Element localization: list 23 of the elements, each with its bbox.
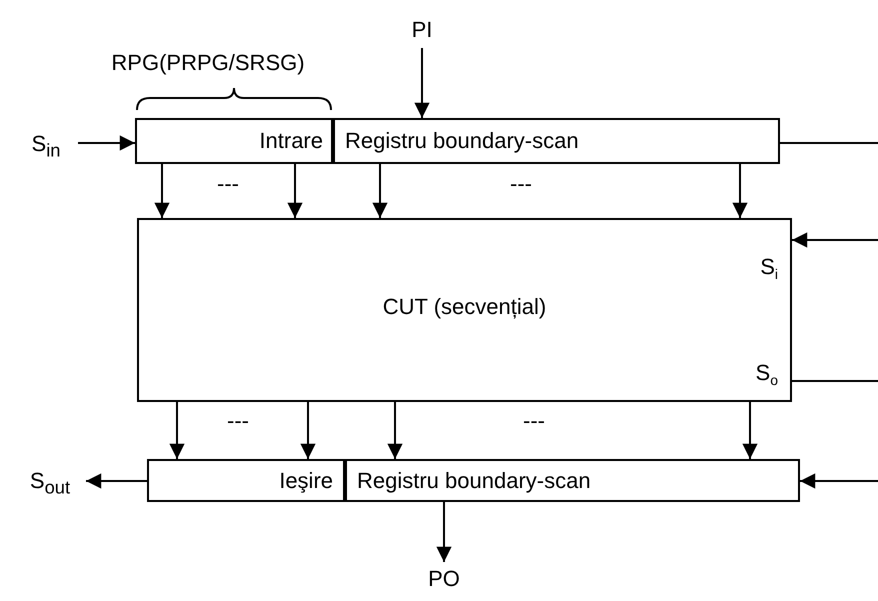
- input-label: PI: [402, 12, 442, 48]
- ellipsis-label: ---: [226, 409, 250, 433]
- line: [792, 380, 878, 382]
- signal-label: S$_{in}$: [14, 126, 78, 162]
- ellipsis-label: ---: [509, 172, 533, 196]
- register-label: Registru boundary-scan: [357, 468, 591, 494]
- output-label: PO: [420, 562, 468, 596]
- register-label: Registru boundary-scan: [345, 128, 579, 154]
- port-label: S$_{o}$: [756, 360, 778, 390]
- circuit-block: [137, 218, 792, 402]
- port-label: S$_{i}$: [760, 254, 778, 284]
- register-segment: [147, 459, 345, 502]
- register-box: [333, 118, 780, 164]
- group-label: RPG(PRPG/SRSG): [110, 49, 306, 77]
- ellipsis-label: ---: [216, 172, 240, 196]
- register-box: [345, 459, 800, 502]
- register-segment: [135, 118, 333, 164]
- signal-label: S$_{out}$: [14, 463, 86, 499]
- block-label: CUT (secvențial): [382, 294, 548, 320]
- register-label: Ieşire: [279, 468, 333, 494]
- line: [780, 142, 878, 144]
- ellipsis-label: ---: [522, 409, 546, 433]
- register-label: Intrare: [259, 128, 323, 154]
